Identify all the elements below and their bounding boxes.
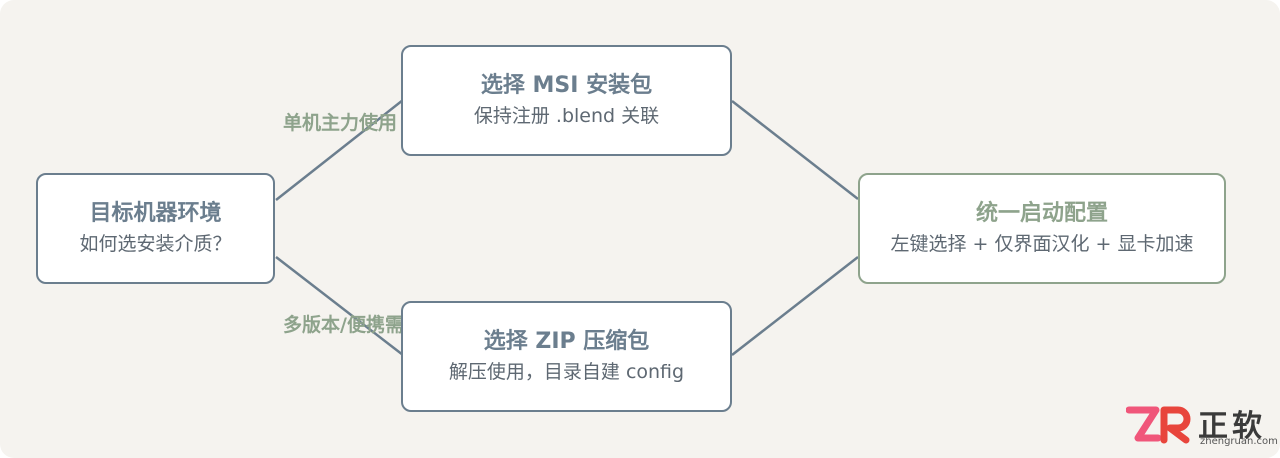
node-msi-package[interactable]: 选择 MSI 安装包 保持注册 .blend 关联 [401, 45, 732, 156]
watermark-url: zhengruan.com [1200, 436, 1278, 447]
edge-msi-config [731, 100, 859, 200]
edge-zip-config [731, 256, 859, 356]
node-subtitle: 保持注册 .blend 关联 [473, 105, 660, 128]
node-title: 统一启动配置 [975, 200, 1108, 226]
watermark-brand-text: 正软 [1198, 409, 1266, 444]
node-target-environment[interactable]: 目标机器环境 如何选安装介质？ [36, 173, 275, 284]
edge-target-msi [275, 99, 404, 201]
node-subtitle: 左键选择 + 仅界面汉化 + 显卡加速 [890, 233, 1194, 256]
edge-target-zip [275, 256, 404, 356]
watermark-logo: 正软 zhengruan.com [1126, 404, 1278, 452]
edge-label-zip: 多版本/便携需 [283, 314, 404, 336]
zr-logo-icon [1126, 406, 1191, 444]
node-zip-package[interactable]: 选择 ZIP 压缩包 解压使用，目录自建 config [401, 301, 732, 412]
node-title: 目标机器环境 [89, 200, 222, 226]
node-subtitle: 如何选安装介质？ [79, 233, 232, 256]
node-title: 选择 ZIP 压缩包 [483, 328, 650, 354]
node-subtitle: 解压使用，目录自建 config [448, 361, 685, 384]
edge-label-msi: 单机主力使用 [283, 112, 398, 134]
node-unified-config[interactable]: 统一启动配置 左键选择 + 仅界面汉化 + 显卡加速 [858, 173, 1226, 284]
node-title: 选择 MSI 安装包 [480, 72, 653, 98]
